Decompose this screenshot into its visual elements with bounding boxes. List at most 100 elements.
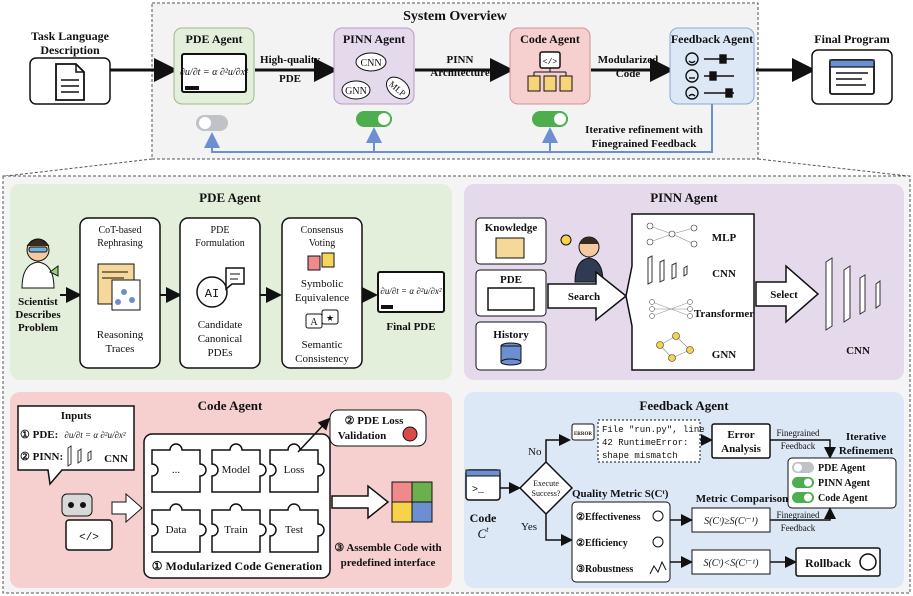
validation-2: Validation: [338, 430, 387, 442]
puzzle-label: Train: [224, 524, 248, 536]
ai-chat-icon: AI: [196, 267, 245, 308]
feedback-section-title: Feedback Agent: [639, 398, 729, 413]
translate-icon: A ★: [305, 309, 339, 329]
iterative-2: Refinement: [839, 445, 894, 457]
blackboard-icon: [181, 53, 247, 93]
metric-robustness: ③Robustness: [576, 564, 633, 575]
chart-icon: [649, 560, 667, 575]
step1-top-2: Rephrasing: [97, 238, 143, 249]
error-msg-3: shape mismatch: [602, 451, 678, 461]
arrow-pinn-label-2: Architecture: [430, 67, 490, 79]
mini-board-icon: [487, 287, 535, 311]
error-analysis-1: Error: [727, 429, 754, 441]
execute-1: Execute: [533, 479, 559, 488]
arrow-pde-label-2: PDE: [279, 73, 301, 85]
step2-top-2: Formulation: [195, 238, 244, 249]
code-input-arrow: [111, 492, 143, 524]
metric-effectiveness: ②Effectiveness: [576, 512, 641, 523]
svg-text:>_: >_: [472, 485, 485, 496]
svg-text:★: ★: [326, 313, 334, 323]
symbolic-icon: [307, 252, 335, 271]
ge-label: S(Cᵗ)≥S(Cᵗ⁻¹): [704, 516, 758, 527]
assembled-puzzle-icon: [391, 481, 433, 523]
input-cnn-icon: [67, 445, 92, 467]
source-history: History: [493, 329, 529, 341]
lt-label: S(Cᵗ)<S(Cᵗ⁻¹): [703, 558, 759, 569]
scientist-icon: [21, 238, 59, 289]
step3-top-2: Voting: [309, 238, 336, 249]
toggle-code-agent[interactable]: [792, 492, 814, 503]
refine-label-2: Finegrained Feedback: [592, 138, 698, 150]
arrow-code-label-1: Modularized: [598, 54, 659, 66]
toggle-label-code: Code Agent: [818, 493, 868, 504]
rollback-clock-icon: [859, 553, 877, 571]
gnn-icon: [656, 332, 694, 362]
inputs-title: Inputs: [61, 410, 92, 422]
final-pde-board: [377, 271, 445, 313]
step2-bottom-1: Candidate: [198, 319, 243, 331]
step2-top-1: PDE: [211, 225, 230, 236]
execute-2: Success?: [532, 489, 561, 498]
transformer-icon: [649, 299, 693, 319]
input-pinn: ② PINN:: [20, 451, 63, 463]
pde-toggle[interactable]: [196, 115, 228, 131]
select-label: Select: [770, 289, 798, 301]
pde-section-title: PDE Agent: [199, 190, 261, 205]
feedback-faces-icon: [685, 52, 734, 100]
code-label: Code: [470, 511, 497, 525]
toggle-panel: [787, 457, 897, 509]
final-program-label: Final Program: [814, 32, 889, 46]
cnn-icon: [647, 255, 688, 285]
mlp-icon: [646, 222, 698, 248]
validation-1: ② PDE Loss: [345, 415, 404, 427]
puzzle-piece: [211, 503, 267, 553]
overview-title: System Overview: [403, 9, 508, 24]
metrics-box: [571, 501, 671, 583]
code-toggle[interactable]: [532, 111, 568, 127]
final-pde-label: Final PDE: [386, 321, 435, 333]
step2-bottom-3: PDEs: [207, 347, 232, 359]
svg-text:A: A: [310, 317, 318, 328]
timer-icon: [652, 536, 664, 548]
svg-text:ERROR: ERROR: [574, 432, 592, 437]
input-pde: ① PDE:: [20, 429, 58, 441]
svg-text:AI: AI: [205, 287, 219, 301]
error-screen-icon: ERROR: [571, 423, 595, 441]
code-symbol: Ct: [478, 525, 490, 541]
refine-label-1: Iterative refinement with: [585, 124, 703, 136]
input-pde-equation: ∂u/∂t = α ∂²u/∂x²: [64, 430, 126, 440]
error-msg-1: File "run.py", line: [602, 425, 705, 435]
fine2-1: Finegrained: [777, 510, 820, 520]
scientist-label-3: Problem: [18, 322, 58, 334]
error-msg-2: 42 RuntimeError:: [602, 438, 688, 448]
svg-text:</>: </>: [543, 58, 558, 67]
fine1-1: Finegrained: [777, 428, 820, 438]
arrow-pinn-label-1: PINN: [447, 54, 474, 66]
toggle-pinn-agent[interactable]: [792, 477, 814, 488]
yes-label: Yes: [521, 521, 537, 533]
metric-efficiency: ②Efficiency: [576, 538, 628, 549]
toggle-pde-agent[interactable]: [792, 462, 814, 473]
puzzle-label: Loss: [284, 464, 305, 476]
error-analysis-box: [711, 423, 771, 459]
toggle-label-pinn: PINN Agent: [818, 478, 871, 489]
program-window-icon: [829, 59, 875, 95]
task-label-2: Description: [40, 43, 100, 57]
puzzle-label: ...: [172, 464, 181, 476]
model-cnn: CNN: [712, 268, 736, 280]
validation-check-icon: [402, 426, 418, 442]
code-agent-label: Code Agent: [520, 32, 580, 46]
step3-bottom-2: Consistency: [295, 353, 349, 365]
researcher-icon: [560, 234, 604, 283]
pinn-toggle[interactable]: [356, 111, 392, 127]
database-icon: [500, 342, 522, 366]
step3-top-1: Consensus: [301, 225, 344, 236]
step3-mid-2: Equivalence: [295, 292, 349, 304]
selected-cnn-icon: [825, 257, 881, 331]
step1-bottom-1: Reasoning: [97, 329, 144, 341]
metric-comparison-label: Metric Comparison: [696, 493, 789, 505]
rollback-label: Rollback: [805, 556, 851, 570]
reasoning-doc-icon: [97, 263, 141, 311]
